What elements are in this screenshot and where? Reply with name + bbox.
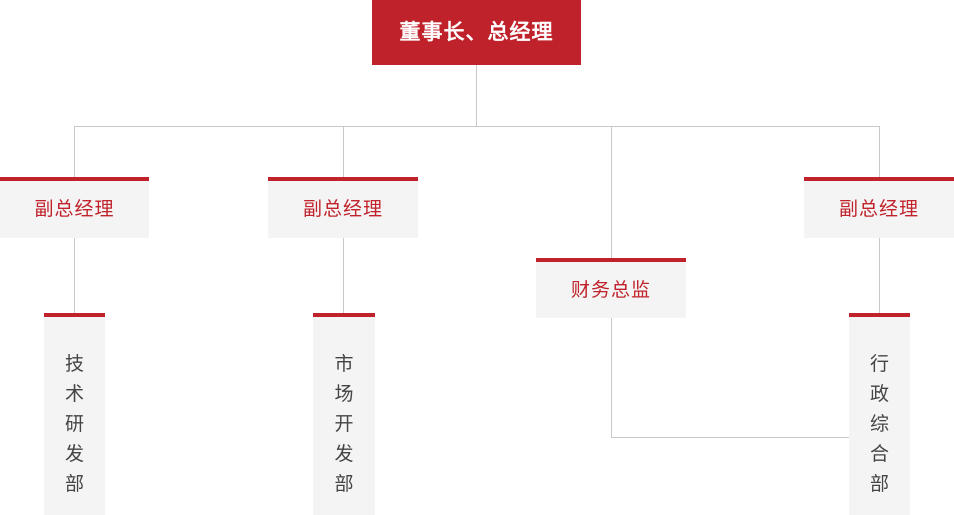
node-dept-administration[interactable]: 行政综合部 bbox=[849, 313, 910, 515]
node-finance-director[interactable]: 财务总监 bbox=[536, 258, 686, 318]
node-label: 行政综合部 bbox=[869, 354, 889, 496]
connector-drop-4 bbox=[879, 126, 880, 177]
node-dept-market-development[interactable]: 市场开发部 bbox=[313, 313, 375, 515]
connector-root-stem bbox=[476, 65, 477, 126]
node-dept-technology-rnd[interactable]: 技术研发部 bbox=[44, 313, 105, 515]
connector-finance-elbow-vertical bbox=[611, 318, 612, 438]
node-chairman-general-manager[interactable]: 董事长、总经理 bbox=[372, 0, 581, 65]
node-label: 副总经理 bbox=[838, 199, 919, 220]
node-label: 副总经理 bbox=[34, 199, 115, 220]
node-label: 副总经理 bbox=[302, 199, 383, 220]
node-deputy-general-manager-1[interactable]: 副总经理 bbox=[0, 177, 149, 238]
node-label: 财务总监 bbox=[570, 279, 651, 301]
node-deputy-general-manager-3[interactable]: 副总经理 bbox=[804, 177, 954, 238]
connector-horizontal-bus bbox=[74, 126, 880, 127]
connector-dept-stem-3 bbox=[879, 238, 880, 313]
connector-drop-3 bbox=[611, 126, 612, 258]
node-label: 市场开发部 bbox=[334, 354, 354, 496]
node-deputy-general-manager-2[interactable]: 副总经理 bbox=[268, 177, 418, 238]
connector-drop-1 bbox=[74, 126, 75, 177]
connector-dept-stem-1 bbox=[74, 238, 75, 313]
connector-dept-stem-2 bbox=[343, 238, 344, 313]
node-label: 技术研发部 bbox=[64, 354, 84, 496]
connector-drop-2 bbox=[343, 126, 344, 177]
node-label: 董事长、总经理 bbox=[399, 21, 554, 44]
connector-finance-elbow-horizontal bbox=[611, 437, 849, 438]
